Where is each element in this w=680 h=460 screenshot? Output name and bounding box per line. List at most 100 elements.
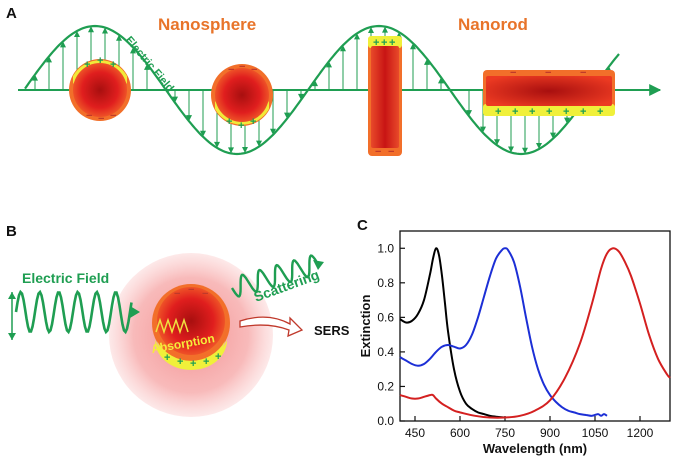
- scattering-arrow-head: [313, 260, 324, 270]
- field-vector-head: [116, 34, 122, 41]
- plus-sign: +: [512, 106, 518, 118]
- field-vector-head: [298, 93, 304, 100]
- series-line-2: [399, 247, 608, 417]
- minus-sign: −: [228, 64, 234, 76]
- charge-cloud: [368, 36, 402, 48]
- incoming-arrow-head: [130, 306, 140, 318]
- field-vector-head: [46, 56, 52, 63]
- field-label-a: Electric Field: [123, 34, 176, 94]
- field-vector-head: [340, 45, 346, 52]
- y-tick-label: 0.4: [377, 345, 394, 359]
- minus-sign: −: [188, 284, 194, 296]
- series-line-3: [399, 247, 671, 419]
- plus-sign: +: [373, 37, 379, 49]
- charge-cloud: [215, 101, 269, 125]
- plus-sign: +: [203, 356, 209, 368]
- y-tick-label: 0.8: [377, 276, 394, 290]
- x-tick-label: 1050: [582, 426, 609, 440]
- x-tick-label: 1200: [627, 426, 654, 440]
- field-vector-head: [424, 58, 430, 65]
- field-vector-head: [214, 141, 220, 148]
- field-vector-head: [256, 140, 262, 147]
- x-tick-label: 750: [495, 426, 515, 440]
- minus-sign: −: [174, 288, 180, 300]
- plus-sign: +: [238, 120, 244, 132]
- field-vector-head: [326, 61, 332, 68]
- absorption-squiggle: [155, 317, 189, 335]
- minus-sign: −: [110, 110, 116, 122]
- nanosphere-1: + + + − − −: [69, 55, 131, 125]
- plus-sign: +: [563, 106, 569, 118]
- series-line-1: [399, 247, 506, 419]
- minus-sign: −: [239, 61, 245, 73]
- field-vector-head: [74, 31, 80, 38]
- field-vector-head: [270, 128, 276, 135]
- chart-series: [399, 247, 671, 419]
- plus-sign: +: [215, 351, 221, 363]
- plus-sign: +: [495, 106, 501, 118]
- field-vector-head: [228, 147, 234, 154]
- electric-field-wave: [24, 24, 620, 156]
- nanorod-title: Nanorod: [458, 15, 528, 34]
- field-vector-head: [354, 33, 360, 40]
- minus-sign: −: [202, 288, 208, 300]
- sphere-core: [157, 287, 225, 355]
- panel-c-label: C: [357, 217, 368, 234]
- field-label-b: Electric Field: [22, 270, 109, 286]
- field-vector-head: [200, 130, 206, 137]
- field-vector-head: [130, 47, 136, 54]
- y-tick-label: 0.6: [377, 310, 394, 324]
- field-vector-head: [368, 26, 374, 33]
- minus-sign: −: [580, 67, 586, 79]
- plus-sign: +: [190, 358, 196, 370]
- y-tick-label: 0.0: [377, 414, 394, 428]
- plus-sign: +: [250, 116, 256, 128]
- plus-sign: +: [177, 356, 183, 368]
- field-vector-head: [144, 63, 150, 70]
- field-vector-head: [466, 110, 472, 117]
- nanorod-vertical: + + + − −: [368, 36, 402, 158]
- plot-frame: [399, 230, 671, 422]
- panel-a-label: A: [6, 5, 17, 22]
- plus-sign: +: [389, 37, 395, 49]
- incoming-wave: [14, 289, 133, 335]
- plus-sign: +: [84, 59, 90, 71]
- sphere-core: [73, 63, 127, 117]
- field-vector-head: [494, 139, 500, 146]
- charge-cloud: [157, 341, 225, 366]
- field-vector-head: [522, 147, 528, 154]
- sphere-core: [215, 68, 269, 122]
- minus-sign: −: [86, 110, 92, 122]
- field-vector-head: [410, 43, 416, 50]
- field-vector-head: [508, 146, 514, 153]
- sers: SERS: [239, 316, 350, 338]
- field-vector-head: [242, 147, 248, 154]
- charge-cloud-lower: [155, 340, 227, 370]
- plus-sign: +: [381, 37, 387, 49]
- charge-cloud: [73, 60, 127, 84]
- x-axis-title: Wavelength (nm): [483, 441, 587, 456]
- field-vector-head: [480, 126, 486, 133]
- field-vector-head: [88, 26, 94, 33]
- rod-core: [486, 76, 612, 106]
- plus-sign: +: [97, 55, 103, 67]
- field-vector-head: [60, 41, 66, 48]
- x-tick-label: 450: [405, 426, 425, 440]
- minus-sign: −: [388, 146, 394, 158]
- field-vector-head: [564, 117, 570, 124]
- nanosphere-b: − − − + + + + + Absorption: [150, 284, 230, 370]
- field-vector-head: [382, 26, 388, 33]
- minus-sign: −: [375, 146, 381, 158]
- x-tick-label: 600: [450, 426, 470, 440]
- scattering-wave: [230, 254, 318, 298]
- minus-sign: −: [545, 67, 551, 79]
- x-tick-label: 900: [540, 426, 560, 440]
- minus-sign: −: [98, 113, 104, 125]
- charge-cloud: [483, 104, 615, 116]
- field-vector-head: [102, 27, 108, 34]
- sers-arrow: [239, 316, 304, 338]
- rod-core: [371, 46, 399, 148]
- plus-sign: +: [546, 106, 552, 118]
